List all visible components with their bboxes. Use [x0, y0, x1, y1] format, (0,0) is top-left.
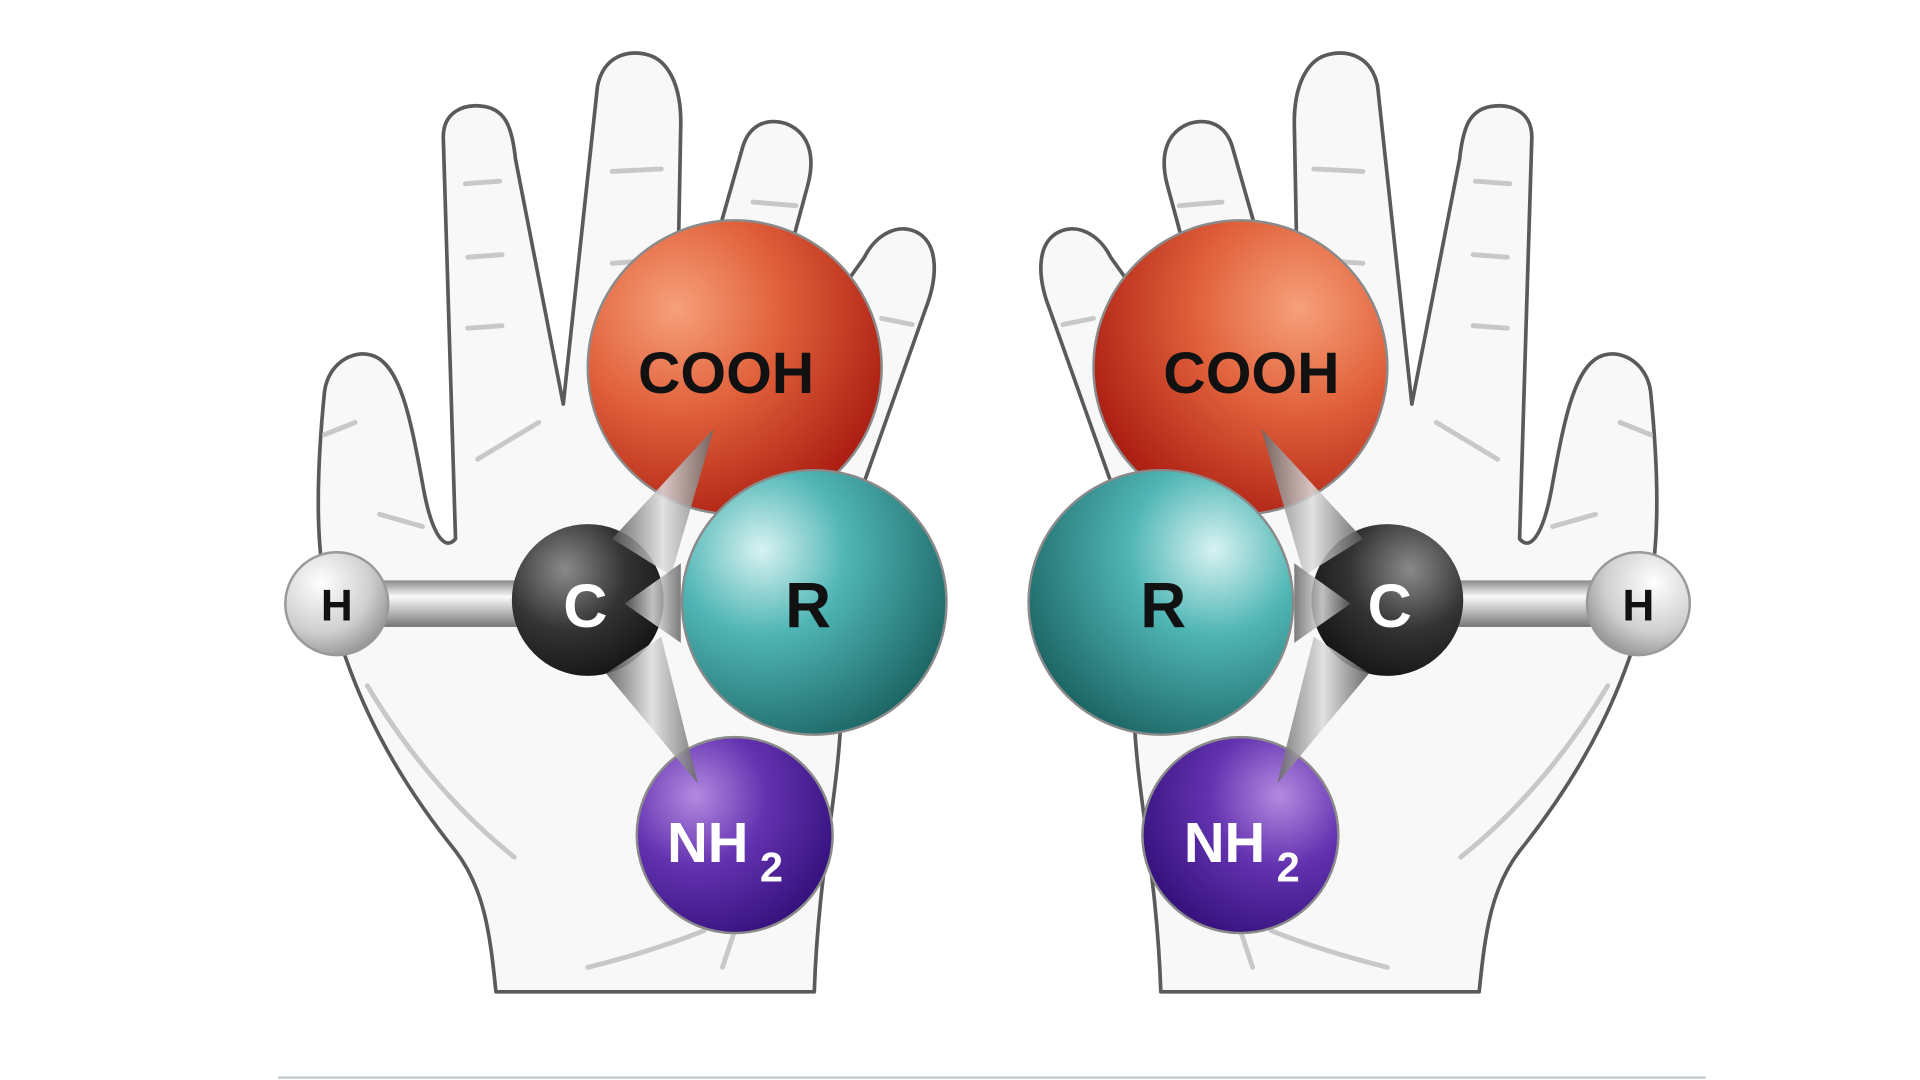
right-molecule: COOH R C H NH 2 [1029, 53, 1690, 992]
nh2-label: NH [667, 811, 748, 874]
r-label: R [785, 571, 831, 642]
h-label: H [321, 582, 353, 631]
cooh-label: COOH [638, 341, 814, 406]
cooh-label: COOH [1163, 341, 1339, 406]
c-label: C [563, 572, 607, 640]
nh2-subscript: 2 [760, 843, 783, 890]
left-molecule: COOH R C H NH 2 [285, 53, 946, 992]
h-label: H [1622, 582, 1654, 631]
c-label: C [1368, 572, 1412, 640]
nh2-label: NH [1184, 811, 1265, 874]
r-label: R [1140, 571, 1186, 642]
nh2-subscript: 2 [1277, 843, 1300, 890]
